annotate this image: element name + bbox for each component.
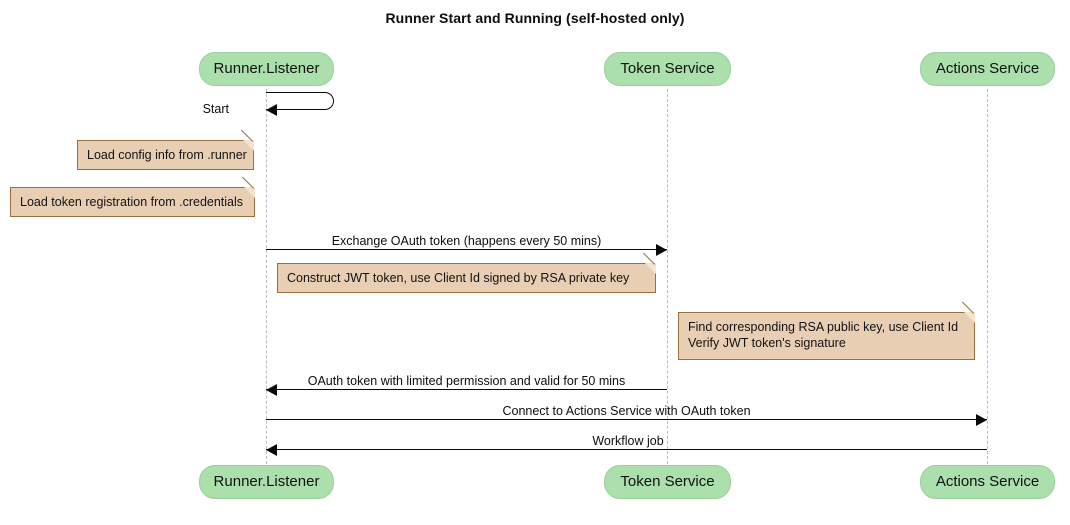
- arrowhead-left-icon: [266, 384, 277, 396]
- note-text: Find corresponding RSA public key, use C…: [688, 320, 959, 350]
- participant-bottom-runner[interactable]: Runner.Listener: [199, 465, 334, 499]
- message-label: Start: [202, 102, 229, 116]
- arrowhead-right-icon: [976, 414, 987, 426]
- participant-top-runner[interactable]: Runner.Listener: [199, 52, 334, 86]
- participant-top-token[interactable]: Token Service: [604, 52, 731, 86]
- note-folded-corner-icon: [244, 187, 255, 198]
- participant-label: Runner.Listener: [213, 60, 320, 77]
- note-folded-corner-icon: [645, 263, 656, 274]
- message-line: [266, 449, 987, 450]
- lifeline-actions: [987, 89, 988, 464]
- note-n4: Find corresponding RSA public key, use C…: [678, 301, 975, 360]
- lifeline-token: [667, 89, 668, 464]
- participant-bottom-token[interactable]: Token Service: [604, 465, 731, 499]
- note-n2: Load token registration from .credential…: [10, 176, 255, 217]
- message-line: [266, 249, 667, 250]
- message-label: Exchange OAuth token (happens every 50 m…: [331, 234, 602, 248]
- message-label: Connect to Actions Service with OAuth to…: [502, 404, 751, 418]
- note-n1: Load config info from .runner: [77, 129, 254, 170]
- participant-label: Token Service: [620, 60, 715, 77]
- message-label: Workflow job: [592, 434, 664, 448]
- note-folded-corner-icon: [243, 140, 254, 151]
- participant-label: Runner.Listener: [213, 473, 320, 490]
- participant-label: Actions Service: [935, 60, 1040, 77]
- participant-bottom-actions[interactable]: Actions Service: [920, 465, 1055, 499]
- note-folded-corner-icon: [964, 312, 975, 323]
- participant-label: Actions Service: [935, 473, 1040, 490]
- arrowhead-right-icon: [656, 244, 667, 256]
- message-label: OAuth token with limited permission and …: [307, 374, 626, 388]
- message-line: [266, 389, 667, 390]
- note-text: Construct JWT token, use Client Id signe…: [287, 271, 630, 285]
- participant-top-actions[interactable]: Actions Service: [920, 52, 1055, 86]
- page-title: Runner Start and Running (self-hosted on…: [385, 10, 685, 26]
- note-text: Load token registration from .credential…: [20, 195, 244, 209]
- note-text: Load config info from .runner: [87, 148, 247, 162]
- participant-label: Token Service: [620, 473, 715, 490]
- arrowhead-left-icon: [266, 104, 277, 116]
- note-n3: Construct JWT token, use Client Id signe…: [277, 252, 656, 293]
- arrowhead-left-icon: [266, 444, 277, 456]
- self-message-loop: [266, 92, 334, 110]
- message-line: [266, 419, 987, 420]
- lifeline-runner: [266, 89, 267, 464]
